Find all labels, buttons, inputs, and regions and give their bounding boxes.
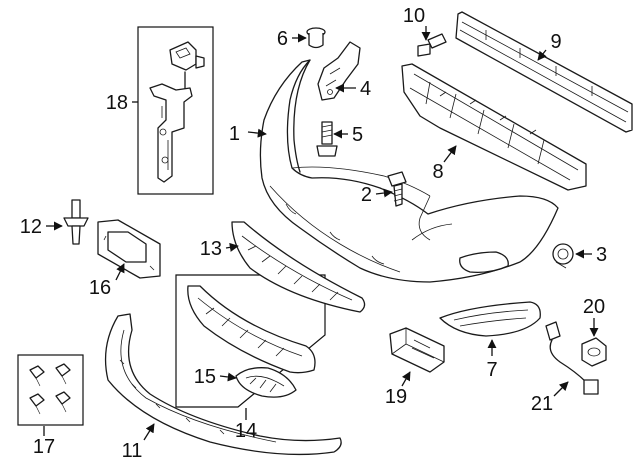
part-5-bolt: [316, 121, 338, 157]
part-11-lower-spoiler: [104, 313, 342, 456]
callout-2: 2: [361, 184, 372, 206]
leader-8: [443, 145, 457, 163]
callout-8: 8: [432, 161, 443, 183]
leader-9: [537, 49, 547, 61]
leader-11: [143, 423, 155, 441]
part-19-sensor: [389, 327, 445, 373]
part-15-bezel: [235, 367, 297, 398]
leader-21: [553, 381, 569, 397]
callout-13: 13: [200, 238, 222, 260]
callout-21: 21: [531, 393, 553, 415]
callout-20: 20: [583, 296, 605, 318]
callout-12: 12: [20, 216, 42, 238]
callout-19: 19: [385, 386, 407, 408]
part-2-bolt: [387, 171, 407, 207]
leader-15: [219, 372, 237, 382]
callout-16: 16: [89, 277, 111, 299]
callout-9: 9: [550, 31, 561, 53]
leader-13: [225, 242, 239, 252]
leader-2: [375, 188, 393, 198]
callout-17: 17: [33, 436, 55, 458]
callout-6: 6: [277, 28, 288, 50]
leader-16: [115, 263, 125, 281]
part-12-rivet: [63, 199, 89, 245]
part-21-harness: [545, 321, 599, 395]
callout-1: 1: [229, 123, 240, 145]
part-1-bumper-cover: [259, 59, 559, 283]
callout-11: 11: [122, 440, 143, 462]
part-13-grille: [231, 221, 366, 313]
callout-4: 4: [360, 78, 371, 100]
leader-1: [247, 128, 267, 138]
part-14-lower-grille: [187, 285, 316, 374]
part-8-absorber: [401, 63, 587, 191]
callout-5: 5: [352, 124, 363, 146]
part-7-side-bezel: [439, 301, 541, 337]
callout-14: 14: [235, 420, 257, 442]
part-20-connector: [581, 337, 607, 367]
callout-18: 18: [106, 92, 128, 114]
leader-lines: [43, 26, 599, 441]
inset-box-18: [137, 26, 214, 195]
leader-19: [401, 371, 411, 387]
part-6-pin: [306, 27, 326, 49]
callout-15: 15: [194, 366, 216, 388]
callout-3: 3: [596, 244, 607, 266]
part-17-clips: [29, 363, 71, 415]
part-9-reinforcement: [455, 11, 633, 133]
part-4-bracket: [317, 41, 361, 101]
part-18-bracket: [149, 41, 205, 183]
part-16-plate-bracket: [97, 219, 161, 279]
callout-10: 10: [403, 5, 425, 27]
callout-numbers: 1 2 3 4 5 6 7 8 9 10 11 12 13 14 15 16 1…: [20, 5, 607, 462]
part-10-bolt: [417, 33, 447, 57]
part-3-plug: [552, 243, 574, 269]
inset-box-17: [17, 354, 84, 426]
callout-7: 7: [486, 359, 497, 381]
